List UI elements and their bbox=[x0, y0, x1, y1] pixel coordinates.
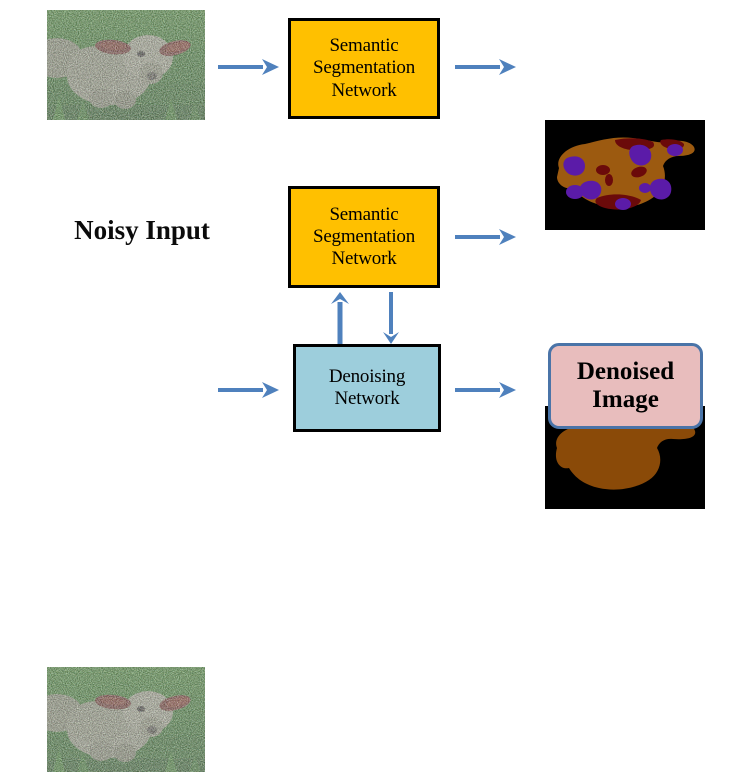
ssn-mid-line2: Segmentation bbox=[312, 225, 416, 247]
noisy-input-label: Noisy Input bbox=[44, 208, 240, 252]
semantic-segmentation-network-box-mid-label: Semantic Segmentation Network bbox=[311, 204, 417, 270]
semantic-segmentation-network-box-mid[interactable]: Semantic Segmentation Network bbox=[288, 186, 440, 288]
arrow-segmentation-to-denoising-feedback bbox=[383, 292, 399, 344]
ssn-top-line3: Network bbox=[331, 79, 397, 101]
denoising-line2: Network bbox=[334, 388, 400, 409]
arrow-segmentation-mid-to-mask bbox=[455, 229, 516, 245]
ssn-mid-line1: Semantic bbox=[329, 203, 399, 225]
denoised-image-line1: Denoised bbox=[576, 358, 675, 385]
denoised-image-box[interactable]: Denoised Image bbox=[548, 343, 703, 429]
figure-canvas: Semantic Segmentation Network bbox=[44, 10, 705, 772]
ssn-top-line2: Segmentation bbox=[312, 57, 416, 79]
ssn-top-line1: Semantic bbox=[329, 35, 399, 57]
noisy-input-photo-top bbox=[47, 10, 205, 120]
noisy-input-photo-bottom bbox=[47, 667, 205, 772]
denoising-line1: Denoising bbox=[328, 365, 406, 387]
lamb-photo-top-graphic bbox=[47, 10, 205, 120]
arrow-photo-to-segmentation-top bbox=[218, 59, 279, 75]
denoising-network-box[interactable]: Denoising Network bbox=[293, 344, 441, 432]
arrow-denoising-to-segmentation-feedback bbox=[331, 292, 349, 344]
denoised-image-line2: Image bbox=[592, 386, 659, 413]
segmentation-mask-noisy-graphic bbox=[545, 120, 705, 230]
lamb-photo-bottom-graphic bbox=[47, 667, 205, 772]
semantic-segmentation-network-box-top[interactable]: Semantic Segmentation Network bbox=[288, 18, 440, 119]
denoised-image-box-label: Denoised Image bbox=[577, 358, 674, 414]
arrow-photo-to-denoising bbox=[218, 382, 279, 398]
segmentation-mask-noisy bbox=[545, 120, 705, 230]
arrow-segmentation-top-to-mask bbox=[455, 59, 516, 75]
ssn-mid-line3: Network bbox=[331, 248, 397, 270]
arrow-denoising-to-denoised-image bbox=[455, 382, 516, 398]
denoising-network-box-label: Denoising Network bbox=[327, 366, 407, 410]
semantic-segmentation-network-box-top-label: Semantic Segmentation Network bbox=[311, 35, 417, 101]
noisy-input-label-text: Noisy Input bbox=[74, 214, 210, 245]
